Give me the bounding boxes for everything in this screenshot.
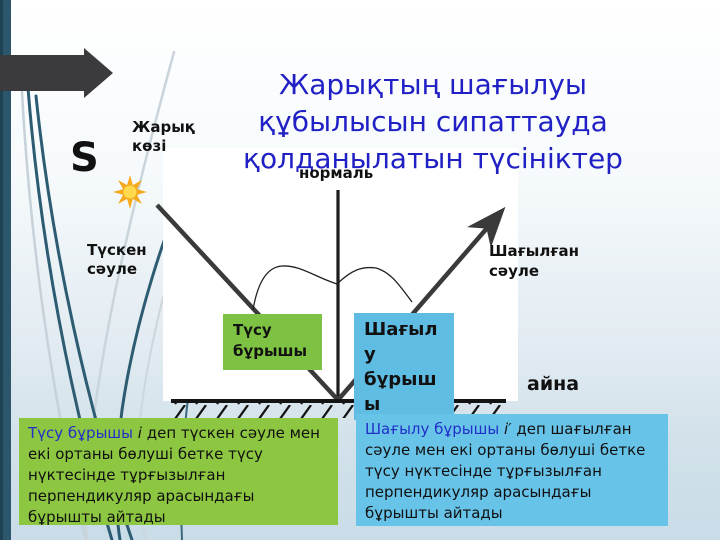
- source-point-label: S: [70, 135, 99, 181]
- reflection-definition-box: Шағылу бұрышы i′ деп шағылған сәуле мен …: [356, 414, 668, 526]
- reflection-definition-text: деп шағылған сәуле мен екі ортаны бөлуші…: [365, 420, 646, 522]
- sun-icon: [113, 175, 147, 209]
- reflection-symbol: i′: [504, 420, 512, 438]
- incidence-angle-arc: [252, 265, 338, 311]
- slide-title: Жарықтың шағылуы құбылысын сипаттауда қо…: [243, 68, 623, 175]
- reflection-term: Шағылу бұрышы: [365, 420, 500, 438]
- incidence-term: Түсу бұрышы: [28, 424, 133, 442]
- reflection-angle-arc: [337, 266, 413, 303]
- normal-label: нормаль: [299, 164, 374, 182]
- incidence-definition-text: деп түскен сәуле мен екі ортаны бөлуші б…: [28, 424, 320, 525]
- incidence-angle-box: Түсу бұрышы: [223, 314, 322, 370]
- reflection-angle-box: Шағыл у бұрыш ы: [354, 313, 454, 420]
- incidence-symbol: i: [137, 424, 142, 442]
- incident-ray-label: Түскен сәуле: [87, 241, 147, 278]
- reflected-ray-label: Шағылған сәуле: [489, 242, 579, 280]
- bullet-arrow-icon: [0, 48, 113, 98]
- incident-ray: [155, 203, 340, 402]
- incidence-definition-box: Түсу бұрышы i деп түскен сәуле мен екі о…: [19, 418, 338, 525]
- light-source-label: Жарық көзі: [132, 118, 195, 155]
- mirror-label: айна: [527, 373, 580, 395]
- left-edge-bar: [0, 0, 11, 540]
